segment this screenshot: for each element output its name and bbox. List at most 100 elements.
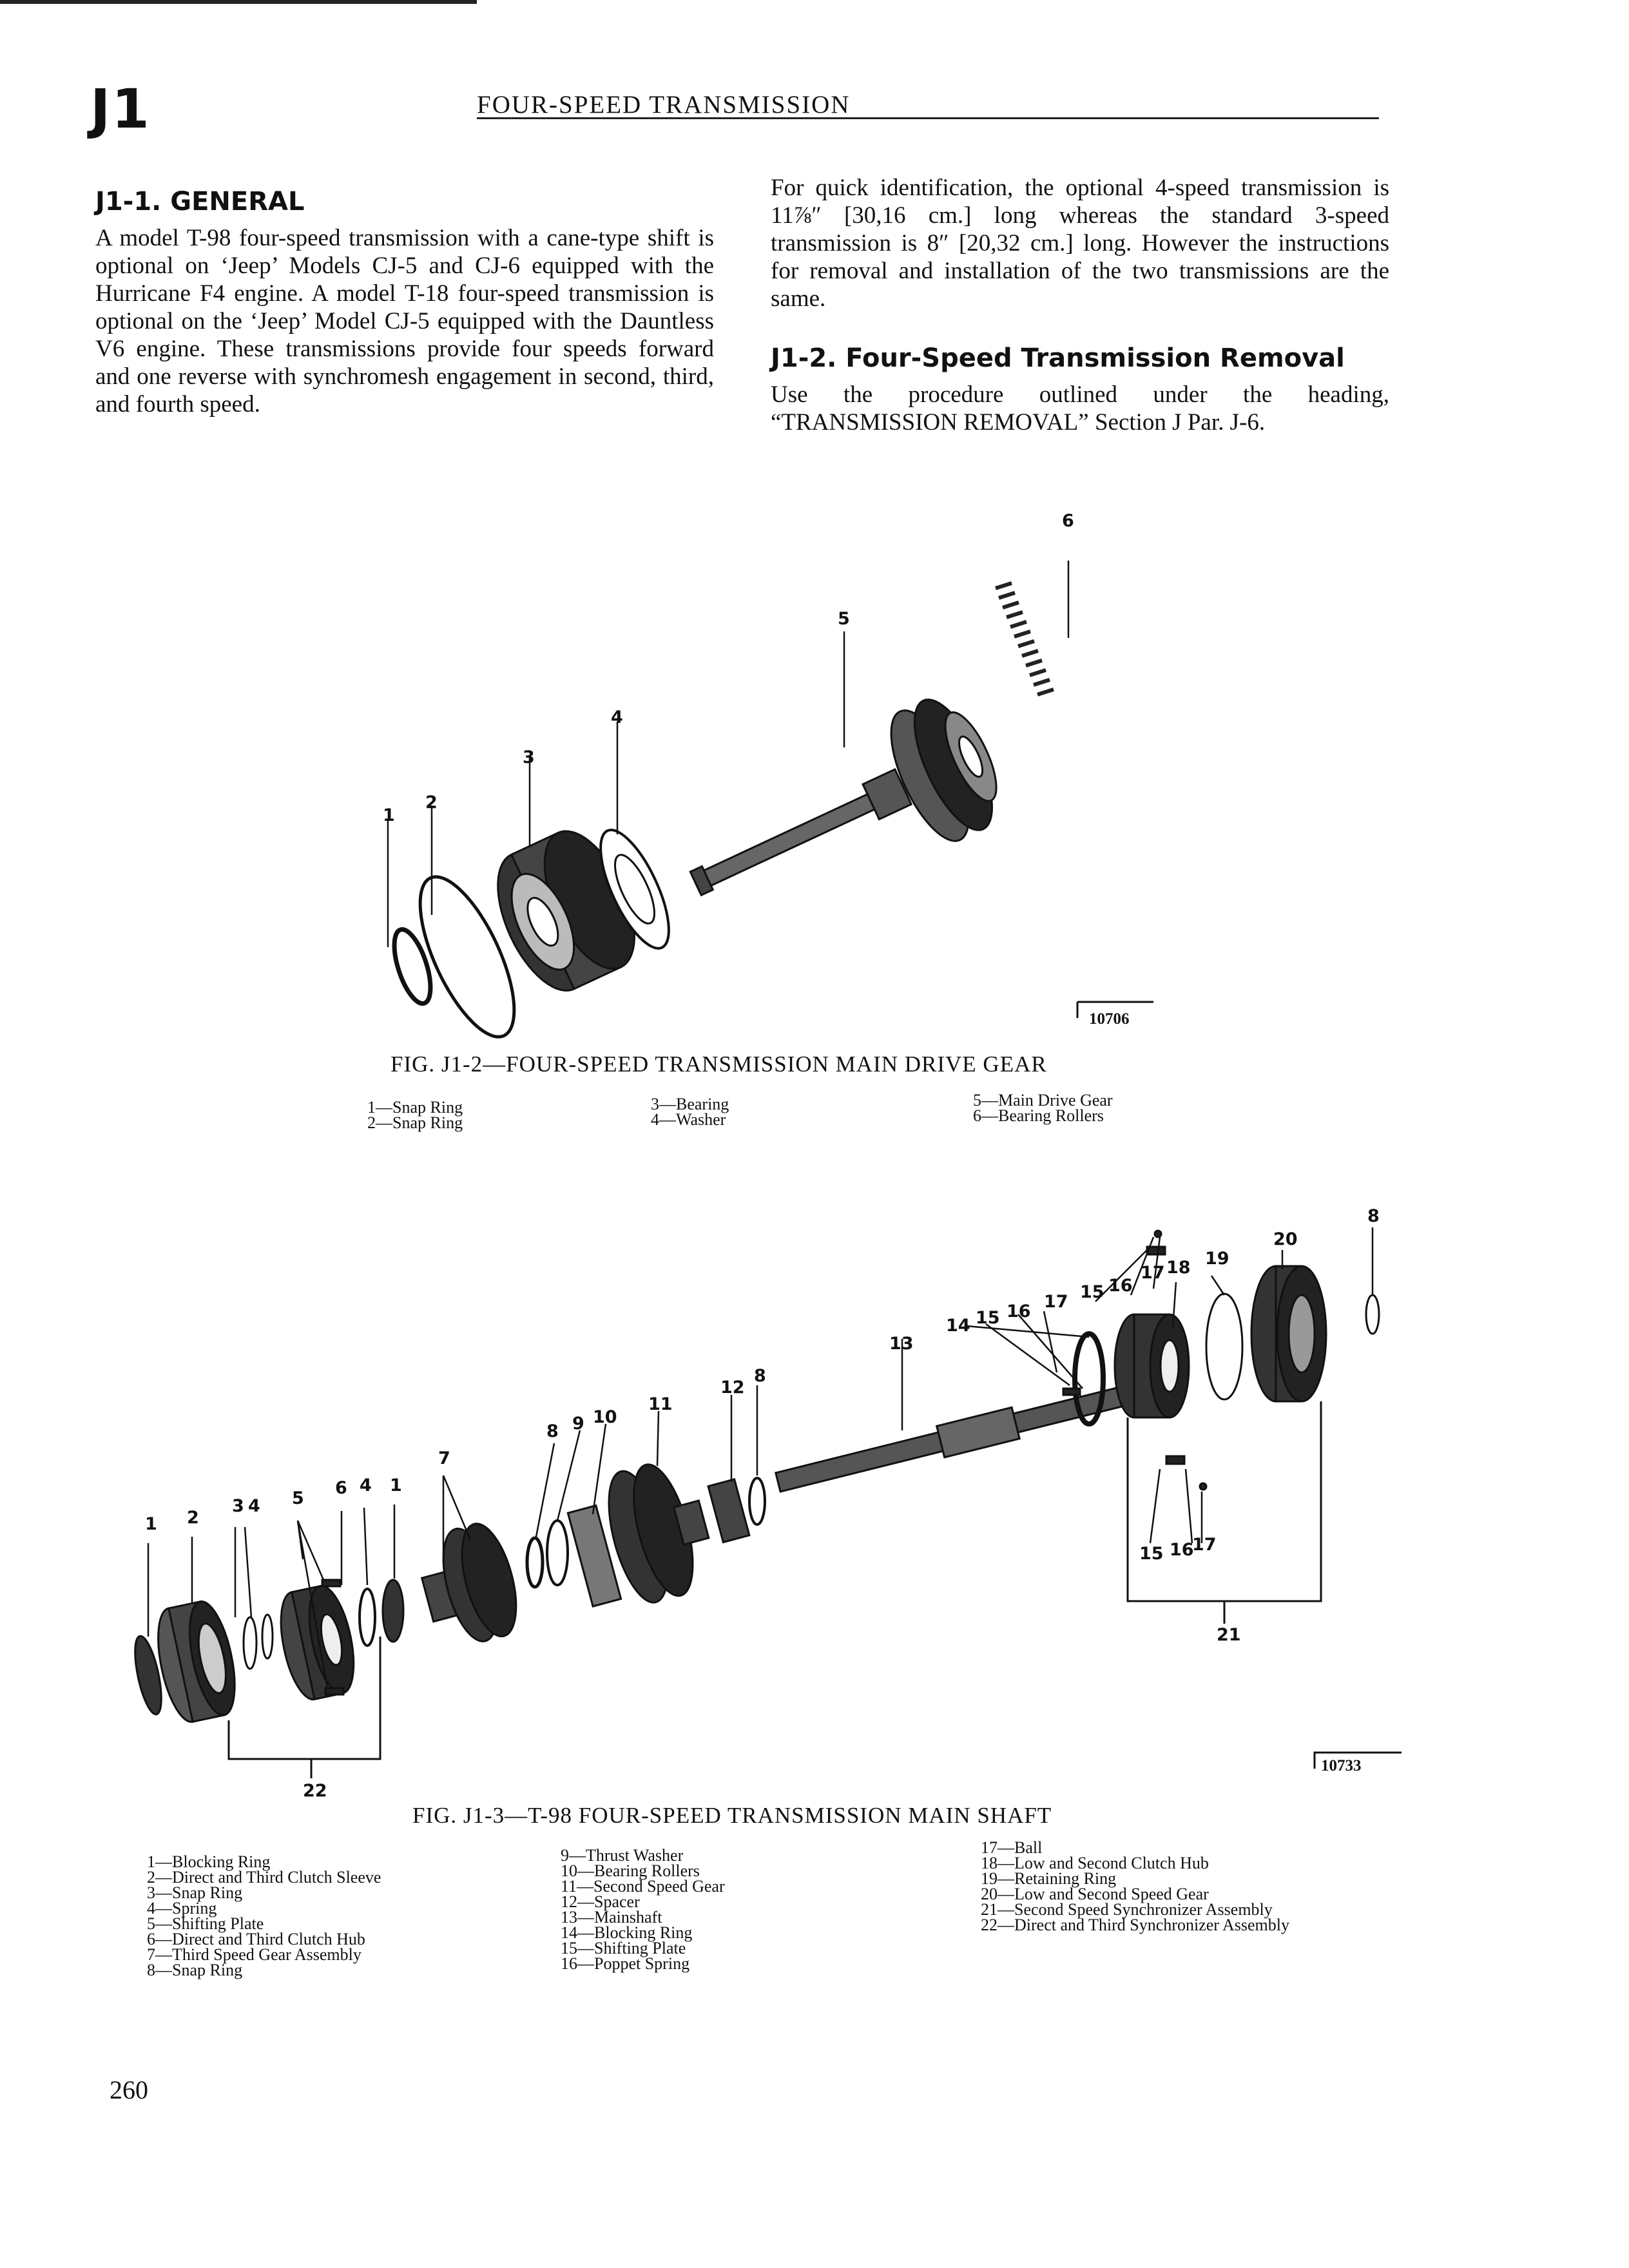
snap-ring [1365, 1294, 1380, 1335]
spacer [707, 1478, 751, 1544]
part-label-15: 15 [1080, 1282, 1104, 1302]
legend-item: 20—Low and Second Speed Gear [981, 1885, 1209, 1903]
legend-item: 6—Direct and Third Clutch Hub [147, 1930, 365, 1948]
legend-item: 15—Shifting Plate [561, 1939, 686, 1957]
second-speed-gear [608, 1463, 710, 1604]
part-label-17: 17 [1044, 1292, 1068, 1312]
part-label-1: 1 [145, 1514, 157, 1534]
figure2-legend-col1: 1—Blocking Ring 2—Direct and Third Clutc… [147, 1852, 381, 1979]
top-edge-rule [0, 0, 477, 4]
mainshaft [774, 1381, 1144, 1493]
part-label-4: 4 [360, 1475, 372, 1495]
legend-item: 5—Main Drive Gear [973, 1091, 1113, 1110]
part-label-15: 15 [976, 1308, 1000, 1328]
part-label-16: 16 [1007, 1302, 1031, 1321]
part-label-21: 21 [1217, 1625, 1241, 1645]
legend-item: 2—Direct and Third Clutch Sleeve [147, 1868, 381, 1887]
part-label-2: 2 [425, 793, 438, 812]
ball [1153, 1229, 1162, 1238]
legend-item: 16—Poppet Spring [561, 1954, 690, 1973]
figure1-legend-col2: 3—Bearing 4—Washer [651, 1095, 729, 1129]
part-label-8: 8 [546, 1421, 559, 1441]
legend-item: 22—Direct and Third Synchronizer Assembl… [981, 1916, 1289, 1934]
part-label-7: 7 [438, 1448, 450, 1468]
snap-ring-2 [418, 875, 516, 1039]
low-second-clutch-hub [1113, 1313, 1190, 1419]
legend-item: 3—Bearing [651, 1095, 729, 1113]
assembly-bracket-22 [227, 1637, 381, 1760]
part-label-6: 6 [335, 1478, 347, 1498]
third-speed-gear [420, 1523, 517, 1642]
figure1-legend-col3: 5—Main Drive Gear 6—Bearing Rollers [973, 1091, 1113, 1125]
legend-item: 6—Bearing Rollers [973, 1106, 1104, 1125]
legend-item: 21—Second Speed Synchronizer Assembly [981, 1900, 1273, 1919]
part-label-1: 1 [383, 805, 395, 825]
bearing [497, 830, 635, 992]
section-heading-general: J1-1. GENERAL [95, 187, 305, 216]
part-label-18: 18 [1166, 1258, 1191, 1278]
clutch-sleeve [157, 1600, 236, 1723]
part-label-17: 17 [1141, 1263, 1165, 1283]
identification-paragraph: For quick identification, the optional 4… [771, 175, 1389, 312]
shifting-plate [324, 1687, 345, 1696]
general-paragraph: A model T-98 four-speed transmission wit… [95, 225, 714, 418]
snap-ring [242, 1616, 258, 1670]
legend-item: 1—Snap Ring [367, 1098, 463, 1117]
right-column: For quick identification, the optional 4… [771, 174, 1389, 436]
part-label-17: 17 [1192, 1535, 1217, 1555]
part-label-1: 1 [390, 1475, 402, 1495]
part-label-3: 3 [232, 1496, 244, 1516]
part-label-19: 19 [1205, 1249, 1229, 1269]
running-head: FOUR-SPEED TRANSMISSION [477, 91, 851, 119]
part-label-20: 20 [1273, 1229, 1298, 1249]
legend-item: 9—Thrust Washer [561, 1846, 684, 1865]
legend-item: 19—Retaining Ring [981, 1869, 1117, 1888]
legend-item: 11—Second Speed Gear [561, 1877, 725, 1896]
figure1-caption: FIG. J1-2—FOUR-SPEED TRANSMISSION MAIN D… [390, 1052, 1047, 1077]
legend-item: 5—Shifting Plate [147, 1914, 264, 1933]
section-heading-removal: J1-2. Four-Speed Transmission Removal [771, 343, 1345, 373]
low-second-speed-gear [1250, 1265, 1327, 1403]
part-label-6: 6 [1062, 511, 1074, 531]
leader-lines [147, 1227, 1374, 1689]
legend-item: 3—Snap Ring [147, 1883, 243, 1902]
figure2-legend-col3: 17—Ball 18—Low and Second Clutch Hub 19—… [981, 1838, 1289, 1934]
part-label-5: 5 [838, 609, 850, 629]
legend-item: 4—Spring [147, 1899, 217, 1917]
removal-paragraph: Use the procedure outlined under the hea… [771, 381, 1389, 436]
part-label-13: 13 [889, 1334, 914, 1354]
snap-ring-1 [392, 927, 433, 1006]
part-label-16: 16 [1108, 1276, 1133, 1296]
figure-number-bracket [1076, 1001, 1153, 1018]
shifting-plate [1165, 1455, 1186, 1465]
part-label-3: 3 [523, 747, 535, 767]
part-label-12: 12 [720, 1378, 745, 1398]
ball [1199, 1482, 1208, 1491]
snap-ring [358, 1588, 376, 1647]
legend-item: 10—Bearing Rollers [561, 1861, 700, 1880]
legend-item: 13—Mainshaft [561, 1908, 662, 1927]
shifting-plate [1062, 1387, 1081, 1396]
chapter-marker: J1 [90, 77, 151, 140]
part-label-16: 16 [1170, 1540, 1194, 1560]
page-number: 260 [110, 2075, 148, 2104]
leader-lines [387, 561, 1070, 947]
figure-number-bracket [1313, 1751, 1402, 1769]
blocking-ring [134, 1635, 162, 1716]
legend-item: 8—Snap Ring [147, 1961, 243, 1979]
part-label-22: 22 [303, 1781, 327, 1801]
retaining-ring [1205, 1293, 1244, 1401]
legend-item: 2—Snap Ring [367, 1113, 463, 1132]
part-label-11: 11 [648, 1394, 673, 1414]
snap-ring [525, 1536, 545, 1589]
legend-item: 17—Ball [981, 1838, 1043, 1857]
legend-item: 4—Washer [651, 1110, 726, 1129]
blocking-ring [381, 1579, 405, 1643]
shifting-plate [321, 1579, 342, 1588]
clutch-hub [280, 1584, 355, 1701]
figure2-caption: FIG. J1-3—T-98 FOUR-SPEED TRANSMISSION M… [412, 1803, 1052, 1828]
figure-main-shaft [134, 1227, 1402, 1778]
part-label-8: 8 [754, 1366, 766, 1386]
part-label-9: 9 [572, 1414, 584, 1434]
legend-item: 1—Blocking Ring [147, 1852, 271, 1871]
